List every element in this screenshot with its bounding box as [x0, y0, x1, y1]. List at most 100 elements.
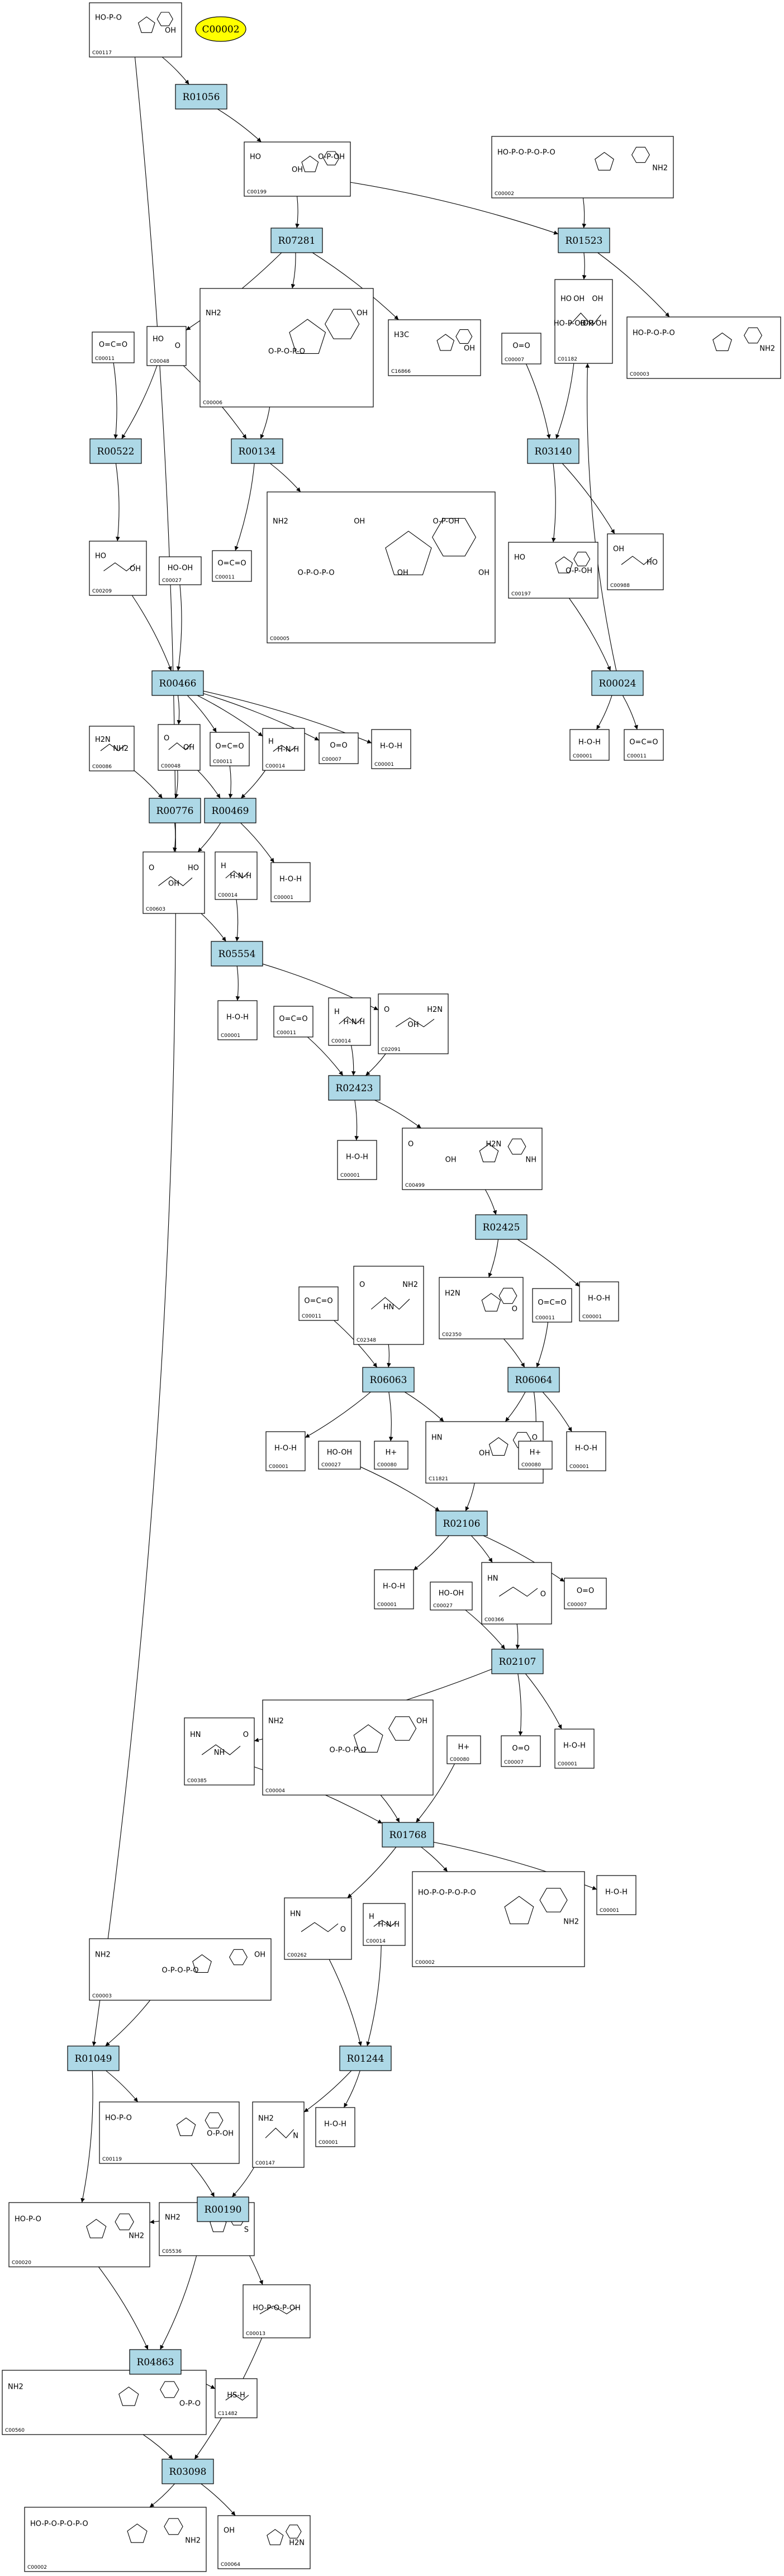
- reaction-node[interactable]: R00024: [591, 670, 644, 696]
- reaction-node[interactable]: R00522: [89, 438, 142, 464]
- reaction-node[interactable]: R00469: [204, 798, 256, 823]
- compound-box: [439, 1277, 524, 1339]
- compound-id-label: C16866: [391, 369, 411, 375]
- reaction-node[interactable]: R01768: [382, 1822, 434, 1848]
- compound-node[interactable]: H+C00080: [374, 1441, 408, 1470]
- reaction-node[interactable]: R05554: [211, 941, 263, 967]
- reaction-node[interactable]: R01049: [67, 2045, 120, 2071]
- compound-box: [596, 1875, 636, 1915]
- reaction-node[interactable]: R00190: [197, 2196, 249, 2222]
- reaction-node[interactable]: R00466: [151, 670, 204, 696]
- reaction-node[interactable]: R06064: [507, 1367, 560, 1393]
- reaction-node[interactable]: R00776: [149, 798, 201, 823]
- highlight-node[interactable]: C00002: [195, 16, 246, 42]
- reaction-node[interactable]: R01244: [339, 2045, 392, 2071]
- reaction-node[interactable]: R02107: [491, 1649, 544, 1674]
- structure-fragment: OH: [407, 1021, 419, 1029]
- compound-node[interactable]: H+C00080: [446, 1735, 481, 1764]
- reaction-node[interactable]: R02423: [328, 1075, 381, 1101]
- structure-fragment: NH2: [402, 1281, 418, 1289]
- reaction-node[interactable]: R07281: [270, 228, 323, 253]
- reaction-node[interactable]: R06063: [362, 1367, 415, 1393]
- reaction-node[interactable]: R02106: [435, 1510, 488, 1536]
- reaction-node[interactable]: R01523: [558, 228, 610, 253]
- compound-box: [244, 141, 351, 197]
- reaction-edge: [217, 108, 262, 143]
- compound-node[interactable]: H+C00080: [518, 1441, 553, 1470]
- reaction-node[interactable]: R00134: [231, 438, 283, 464]
- structure-fragment: H-N-H: [230, 872, 251, 880]
- reaction-node[interactable]: R02425: [475, 1214, 528, 1240]
- reaction-node[interactable]: R04863: [129, 2349, 182, 2375]
- reaction-node[interactable]: R03098: [161, 2459, 214, 2484]
- compound-id-label: C00005: [270, 636, 289, 642]
- reaction-node[interactable]: R03140: [527, 438, 579, 464]
- reaction-node[interactable]: R01056: [175, 84, 227, 110]
